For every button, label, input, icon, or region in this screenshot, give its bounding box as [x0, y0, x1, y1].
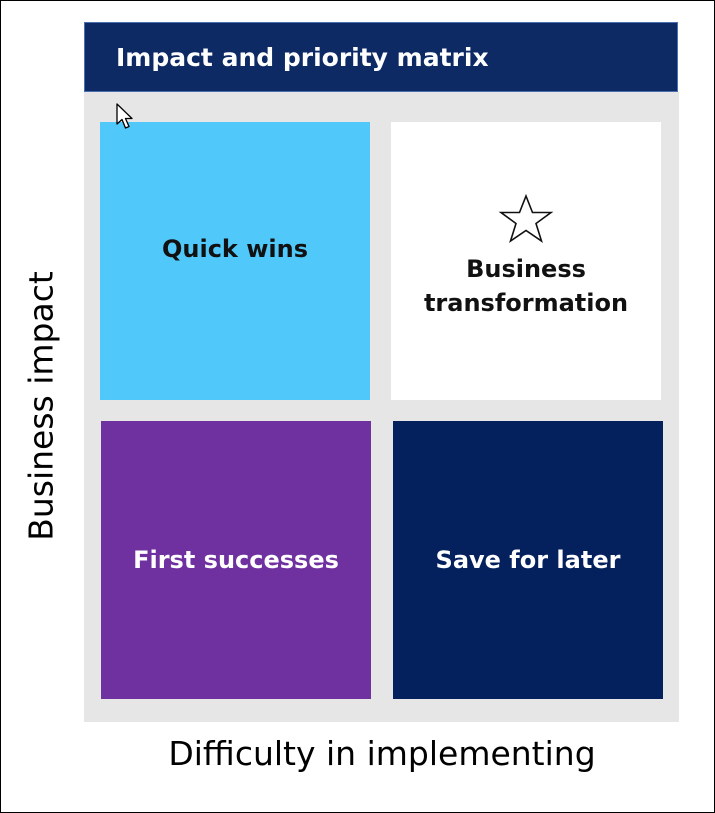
- title-bar: Impact and priority matrix: [84, 22, 678, 92]
- x-axis-label: Difficulty in implementing: [168, 734, 596, 773]
- y-axis-label: Business impact: [21, 271, 61, 541]
- matrix-title: Impact and priority matrix: [116, 43, 489, 72]
- quadrant-quick-wins: Quick wins: [100, 122, 370, 400]
- quadrant-label-first-successes: First successes: [133, 546, 339, 574]
- quadrant-save-for-later: Save for later: [393, 421, 663, 699]
- quadrant-label-business-transformation: Business transformation: [423, 255, 629, 317]
- quadrant-label-save-for-later: Save for later: [435, 546, 621, 574]
- quadrant-first-successes: First successes: [101, 421, 371, 699]
- quadrant-business-transformation: Business transformation: [391, 122, 661, 400]
- quadrant-label-quick-wins: Quick wins: [161, 235, 309, 263]
- mouse-pointer-icon: [116, 103, 133, 129]
- star-icon: [498, 194, 554, 243]
